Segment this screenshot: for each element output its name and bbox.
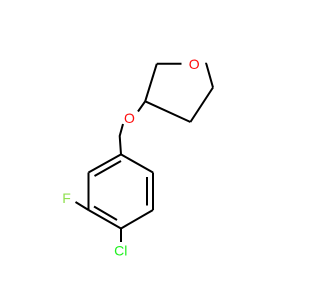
bond-thf-o-c1-right bbox=[204, 62, 214, 88]
bond-ar-c3-c4 bbox=[120, 209, 154, 230]
structure-diagram: O O F Cl bbox=[62, 56, 214, 259]
bond-thf-c3-c4 bbox=[144, 63, 158, 102]
bond-ar-inner-2 bbox=[93, 205, 118, 221]
bonds bbox=[74, 62, 214, 242]
ether-oxygen-label: O bbox=[124, 110, 135, 126]
bond-thf-c1-c2 bbox=[189, 86, 214, 123]
atom-labels: O O F Cl bbox=[62, 56, 200, 259]
bond-ar-c1-c2 bbox=[120, 153, 154, 174]
ring-oxygen-label: O bbox=[189, 56, 200, 72]
molecule-canvas: O O F Cl bbox=[62, 56, 214, 259]
fluorine-label: F bbox=[62, 190, 71, 206]
bond-ether-o-aryl bbox=[118, 123, 124, 155]
bond-thf-c2-c3 bbox=[144, 100, 191, 123]
bond-ar-c4-c5 bbox=[88, 209, 122, 230]
bond-c3-ether-o bbox=[137, 100, 147, 113]
bond-ar-f bbox=[74, 201, 90, 211]
chlorine-label: Cl bbox=[114, 243, 127, 259]
bond-ar-inner-3 bbox=[94, 160, 122, 177]
bond-ar-c6-c1 bbox=[88, 153, 122, 174]
